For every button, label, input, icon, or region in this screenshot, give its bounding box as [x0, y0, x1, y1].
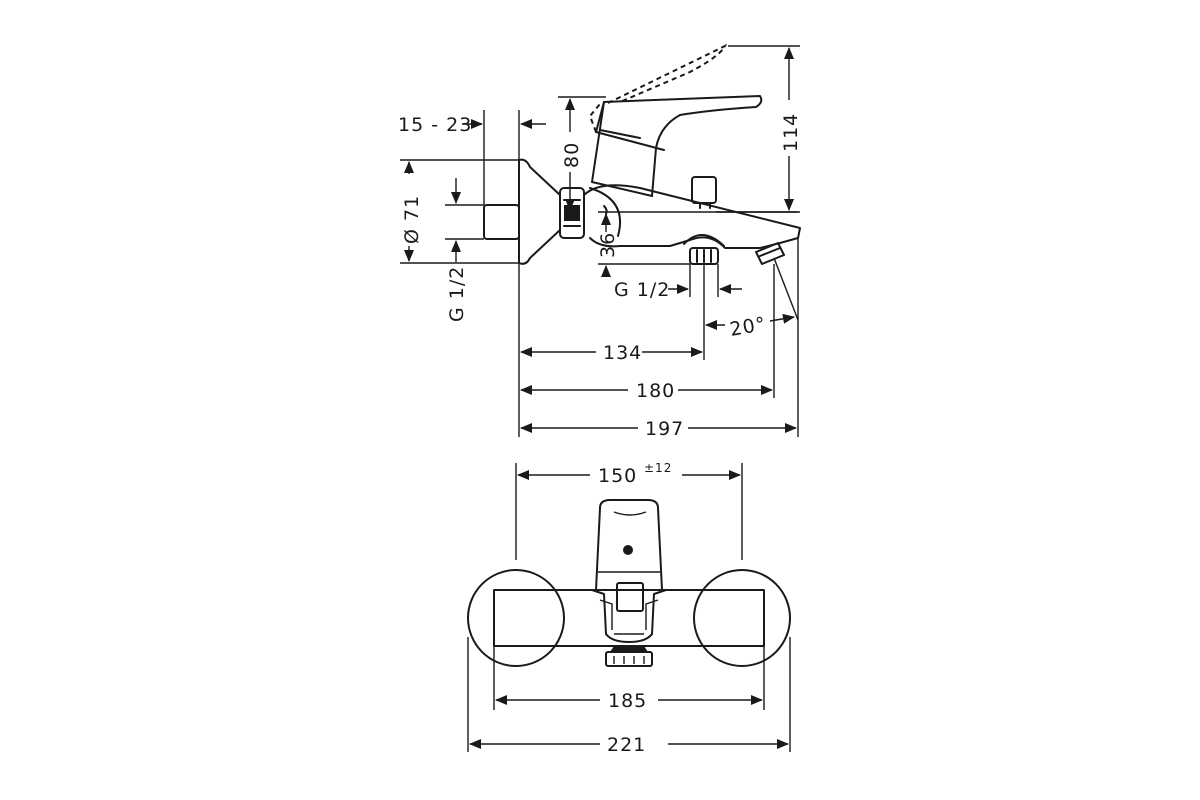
dim-depth-total: 197 — [520, 418, 797, 440]
dim-depth-outlet: 134 — [520, 342, 703, 364]
dim-spout-height-label: 36 — [597, 232, 619, 258]
indicator-dot-icon — [623, 545, 633, 555]
handle-lever-front — [595, 499, 663, 591]
dim-body-width: 185 — [495, 690, 763, 712]
dim-depth-spout: 180 — [520, 380, 773, 402]
dim-depth-outlet-label: 134 — [603, 342, 642, 364]
side-view: 15 - 23 Ø 71 G 1/2 80 114 — [398, 43, 802, 440]
dim-center-tolerance-label: ±12 — [644, 461, 672, 475]
dim-connection-bottom-label: G 1/2 — [614, 279, 670, 301]
bottom-connection — [683, 234, 725, 265]
front-view: 150 ±12 185 221 — [467, 461, 791, 756]
dim-angle: 20° — [705, 313, 795, 341]
mixer-body — [583, 176, 801, 249]
left-rosette — [467, 569, 565, 667]
dim-connection-bottom: G 1/2 — [614, 279, 742, 301]
dim-center-distance: 150 ±12 — [517, 461, 741, 487]
dim-overall-width-label: 221 — [607, 734, 646, 756]
dim-connection-left: G 1/2 — [446, 178, 468, 322]
right-rosette — [693, 569, 791, 667]
dim-overall-width: 221 — [469, 734, 789, 756]
dim-body-width-label: 185 — [608, 690, 647, 712]
diverter-knob-front — [616, 582, 644, 612]
side-view-extension-lines — [400, 45, 800, 437]
dim-center-distance-label: 150 — [598, 465, 637, 487]
dim-wall-distance-label: 15 - 23 — [398, 114, 472, 136]
handle-lever-open-position — [588, 43, 728, 133]
dim-lever-height-label: 80 — [561, 142, 583, 168]
dim-spout-height: 36 — [597, 213, 619, 277]
wall-rosette — [483, 158, 585, 265]
dim-wall-distance: 15 - 23 — [398, 114, 546, 136]
dim-depth-spout-label: 180 — [636, 380, 675, 402]
dim-lever-height: 80 — [560, 98, 583, 211]
dim-total-height: 114 — [778, 47, 802, 211]
spout-aerator — [755, 242, 785, 265]
dim-depth-total-label: 197 — [645, 418, 684, 440]
mixer-body-front — [493, 589, 765, 647]
handle-lever — [591, 95, 763, 197]
dim-connection-left-label: G 1/2 — [446, 266, 468, 322]
dim-angle-label: 20° — [728, 313, 768, 341]
dim-total-height-label: 114 — [780, 113, 802, 152]
dim-diameter-label: Ø 71 — [401, 195, 423, 244]
dim-diameter: Ø 71 — [398, 161, 423, 262]
front-view-extension-lines — [467, 463, 791, 752]
spout-aerator-front — [605, 646, 653, 667]
